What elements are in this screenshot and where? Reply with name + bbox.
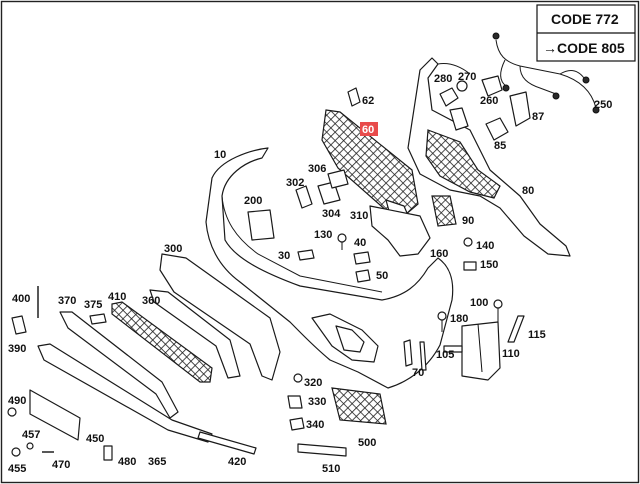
part-trim-370 — [59, 311, 179, 419]
label-150: 150 — [480, 259, 498, 271]
highlight-label-60: 60 — [362, 124, 374, 136]
label-260: 260 — [480, 95, 498, 107]
label-160: 160 — [430, 248, 448, 260]
label-70: 70 — [412, 367, 424, 379]
part-457 — [26, 442, 34, 450]
label-140: 140 — [476, 240, 494, 252]
label-450: 450 — [86, 433, 104, 445]
part-70 — [419, 341, 427, 371]
label-302: 302 — [286, 177, 304, 189]
code-772-label: CODE 772 — [551, 11, 619, 27]
label-270: 270 — [458, 71, 476, 83]
label-300: 300 — [164, 243, 182, 255]
label-400: 400 — [12, 293, 30, 305]
part-labels: 10 30 40 50 62 70 80 85 87 90 100 105 11… — [8, 71, 612, 475]
label-100: 100 — [470, 297, 488, 309]
part-480 — [103, 445, 113, 461]
label-457: 457 — [22, 429, 40, 441]
label-510: 510 — [322, 463, 340, 475]
code-arrow-icon: → — [543, 40, 557, 56]
bumper-cover-shape — [205, 147, 454, 389]
label-306: 306 — [308, 163, 326, 175]
label-40: 40 — [354, 237, 366, 249]
part-455 — [11, 447, 21, 457]
part-bumper-carrier — [407, 57, 571, 257]
label-130: 130 — [314, 229, 332, 241]
label-85: 85 — [494, 140, 506, 152]
part-sensors — [439, 75, 503, 131]
part-bracket-85 — [485, 117, 509, 141]
label-310: 310 — [350, 210, 368, 222]
label-410: 410 — [108, 291, 126, 303]
label-340: 340 — [306, 419, 324, 431]
label-30: 30 — [278, 250, 290, 262]
part-490 — [7, 407, 17, 417]
label-490: 490 — [8, 395, 26, 407]
part-fog-grille-500 — [331, 387, 387, 425]
part-bracket-390 — [11, 315, 27, 335]
part-340 — [289, 417, 305, 431]
part-strip-410 — [111, 301, 213, 383]
label-365: 365 — [148, 456, 166, 468]
label-62: 62 — [362, 95, 374, 107]
part-strip-115 — [507, 315, 525, 343]
label-375: 375 — [84, 299, 102, 311]
highlight-marker-60 — [360, 122, 378, 136]
label-455: 455 — [8, 463, 26, 475]
part-absorber-360 — [149, 289, 241, 379]
part-bracket-87 — [509, 91, 531, 127]
part-wiring-harness — [437, 32, 600, 114]
carrier-mesh — [425, 129, 501, 199]
label-10: 10 — [214, 149, 226, 161]
label-420: 420 — [228, 456, 246, 468]
part-clip-375 — [89, 313, 107, 325]
label-250: 250 — [594, 99, 612, 111]
part-bumper-cover — [205, 147, 454, 389]
part-330 — [287, 395, 303, 409]
part-320 — [293, 373, 303, 383]
part-strip-420 — [197, 431, 257, 455]
part-105 — [443, 345, 463, 353]
part-mesh-90 — [431, 195, 457, 227]
label-200: 200 — [244, 195, 262, 207]
label-80: 80 — [522, 185, 534, 197]
part-bolt-100 — [493, 299, 503, 309]
label-480: 480 — [118, 456, 136, 468]
label-180: 180 — [450, 313, 468, 325]
label-390: 390 — [8, 343, 26, 355]
part-bolt-180 — [437, 311, 447, 321]
code-legend: CODE 772 → CODE 805 — [536, 4, 636, 62]
part-302 — [295, 185, 313, 209]
part-bracket-110 — [461, 321, 501, 381]
part-module-200 — [247, 209, 275, 241]
part-plate-450 — [29, 389, 81, 441]
label-115: 115 — [528, 329, 546, 341]
label-110: 110 — [502, 348, 520, 360]
label-50: 50 — [376, 270, 388, 282]
label-470: 470 — [52, 459, 70, 471]
code-805-label: CODE 805 — [557, 40, 625, 56]
part-bracket-310 — [369, 205, 431, 257]
fasteners — [297, 233, 477, 283]
label-304: 304 — [322, 208, 341, 220]
label-105: 105 — [436, 349, 454, 361]
label-370: 370 — [58, 295, 76, 307]
label-87: 87 — [532, 111, 544, 123]
part-306 — [327, 169, 349, 189]
label-360: 360 — [142, 295, 160, 307]
label-500: 500 — [358, 437, 376, 449]
part-clip-62 — [347, 87, 361, 107]
part-absorber-300 — [159, 253, 281, 381]
label-90: 90 — [462, 215, 474, 227]
label-330: 330 — [308, 396, 326, 408]
label-280: 280 — [434, 73, 452, 85]
label-320: 320 — [304, 377, 322, 389]
part-trim-510 — [297, 443, 347, 457]
